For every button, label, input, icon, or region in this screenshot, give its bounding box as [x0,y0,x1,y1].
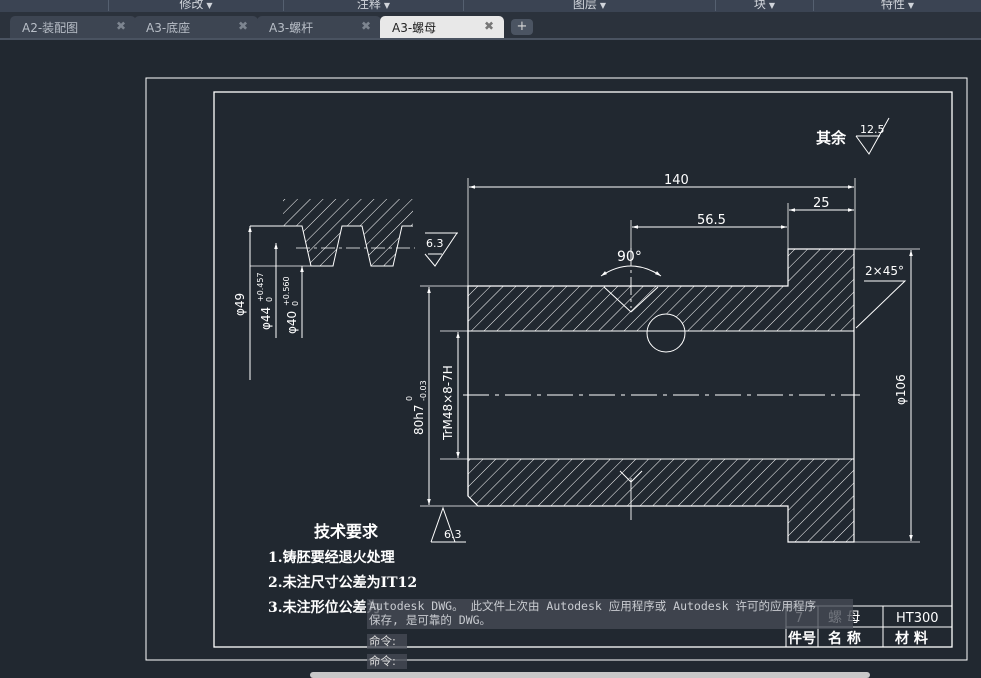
thread-outline [250,225,413,267]
countersink-edge [619,470,632,483]
dim-text-phi106: φ106 [894,374,908,405]
dim-text-phi49: φ49 [233,293,247,316]
angle-dim-arc [600,265,662,277]
tech-item: 3.未注形位公差为 [268,599,381,616]
roughness-value: 6.3 [444,528,462,541]
drawing-frame [145,77,968,661]
thread-hatch [283,199,413,266]
ribbon-modify-panel[interactable]: 修改▼ [108,0,283,11]
inner-border [213,91,953,648]
countersink-edge [630,470,643,483]
ribbon-panel-label: 注释 [356,0,381,11]
tab-label: A3-螺杆 [269,21,314,35]
roughness-symbol [424,232,458,267]
ribbon-panel-label: 块 [753,0,766,11]
chevron-down-icon: ▼ [206,1,213,10]
ribbon-annotate-panel[interactable]: 注释▼ [283,0,463,11]
tech-item: 2.未注尺寸公差为IT12 [268,574,417,591]
dim-text-angle: 90° [617,249,642,265]
dim-text-56-5: 56.5 [697,213,726,228]
command-prompt[interactable]: 命令: [367,654,407,669]
tab-a3-base[interactable]: A3-底座 ✖ [134,16,258,38]
nut-section-view: 90° 140 25 56.5 φ106 2×45° 80h7 0 -0.03 … [405,173,920,543]
tab-label: A3-底座 [146,21,191,35]
outer-border [145,77,968,661]
ribbon-panel-label: 特性 [880,0,905,11]
thread-profile-detail: 6.3 φ49 φ44 +0.457 0 φ40 +0.560 0 [233,199,458,380]
chevron-down-icon: ▼ [599,1,607,10]
roughness-value: 12.5 [860,123,885,136]
ribbon-panel-label: 修改 [179,0,204,11]
tolerance-upper: +0.457 [256,272,265,302]
oil-hole [646,313,686,353]
tolerance-lower: 0 [265,297,274,302]
roughness-symbol [855,117,890,155]
close-icon[interactable]: ✖ [360,19,371,33]
roughness-general: 其余 12.5 [816,117,890,155]
dim-text-140: 140 [664,173,689,188]
part-material: HT300 [896,611,939,626]
dim-text-25: 25 [813,196,830,211]
ribbon-block-panel[interactable]: 块▼ [715,0,813,11]
horizontal-scrollbar[interactable] [310,672,870,678]
roughness-value: 6.3 [426,237,444,250]
lower-section-hatch [468,459,854,542]
command-history-line: 保存, 是可靠的 DWG。 [369,613,492,627]
header-material: 材 料 [895,630,928,647]
dim-text-80h7: 80h7 [412,404,426,435]
command-prompt[interactable]: 命令: [367,634,407,649]
drawing-canvas[interactable]: 其余 12.5 6.3 φ49 φ44 +0.457 0 φ40 +0.560 … [0,40,981,678]
close-icon[interactable]: ✖ [237,19,248,33]
dim-text-phi40: φ40 [285,311,299,334]
command-history: Autodesk DWG。 此文件上次由 Autodesk 应用程序或 Auto… [367,599,853,629]
tolerance-lower: -0.03 [419,380,428,401]
chamfer-leader [855,280,907,329]
file-tab-bar: A2-装配图 ✖ A3-底座 ✖ A3-螺杆 ✖ A3-螺母 ✖ [0,12,981,40]
countersink-edge [630,286,659,313]
tech-item: 1.铸胚要经退火处理 [268,549,395,566]
tab-a2-assembly[interactable]: A2-装配图 ✖ [10,16,136,38]
ribbon-panel-label: 图层 [572,0,597,11]
title-block: 7 螺 母 HT300 件号 名 称 材 料 [785,605,953,648]
ribbon-properties-panel[interactable]: 特性▼ [813,0,981,11]
add-tab-button[interactable]: + [511,19,533,35]
ribbon-layers-panel[interactable]: 图层▼ [463,0,715,11]
chevron-down-icon: ▼ [907,1,915,10]
countersink-edge [603,286,632,313]
chevron-down-icon: ▼ [768,1,776,10]
command-history-line: Autodesk DWG。 此文件上次由 Autodesk 应用程序或 Auto… [369,599,816,613]
header-part-number: 件号 [788,630,816,647]
dim-text-thread: TrM48×8-7H [441,365,455,441]
close-icon[interactable]: ✖ [115,19,126,33]
tolerance-upper: 0 [405,396,414,401]
tab-label: A2-装配图 [22,21,79,35]
tolerance-lower: 0 [291,301,300,306]
tolerance-upper: +0.560 [282,276,291,306]
tab-a3-screw[interactable]: A3-螺杆 ✖ [257,16,381,38]
dim-text-phi44: φ44 [259,307,273,330]
tab-label: A3-螺母 [392,21,437,35]
close-icon[interactable]: ✖ [483,19,494,33]
roughness-symbol [430,506,456,543]
part-outline [467,248,855,543]
upper-section-hatch [468,249,854,331]
ribbon-panel-bar: 修改▼ 注释▼ 图层▼ 块▼ 特性▼ [0,0,981,12]
header-part-name: 名 称 [828,630,861,647]
roughness-note-label: 其余 [816,129,847,147]
tab-a3-nut[interactable]: A3-螺母 ✖ [380,16,504,38]
technical-requirements: 技术要求 1.铸胚要经退火处理 2.未注尺寸公差为IT12 3.未注形位公差为 [268,522,417,616]
chevron-down-icon: ▼ [383,1,391,10]
tech-title: 技术要求 [314,522,379,541]
dim-text-chamfer: 2×45° [865,264,904,278]
